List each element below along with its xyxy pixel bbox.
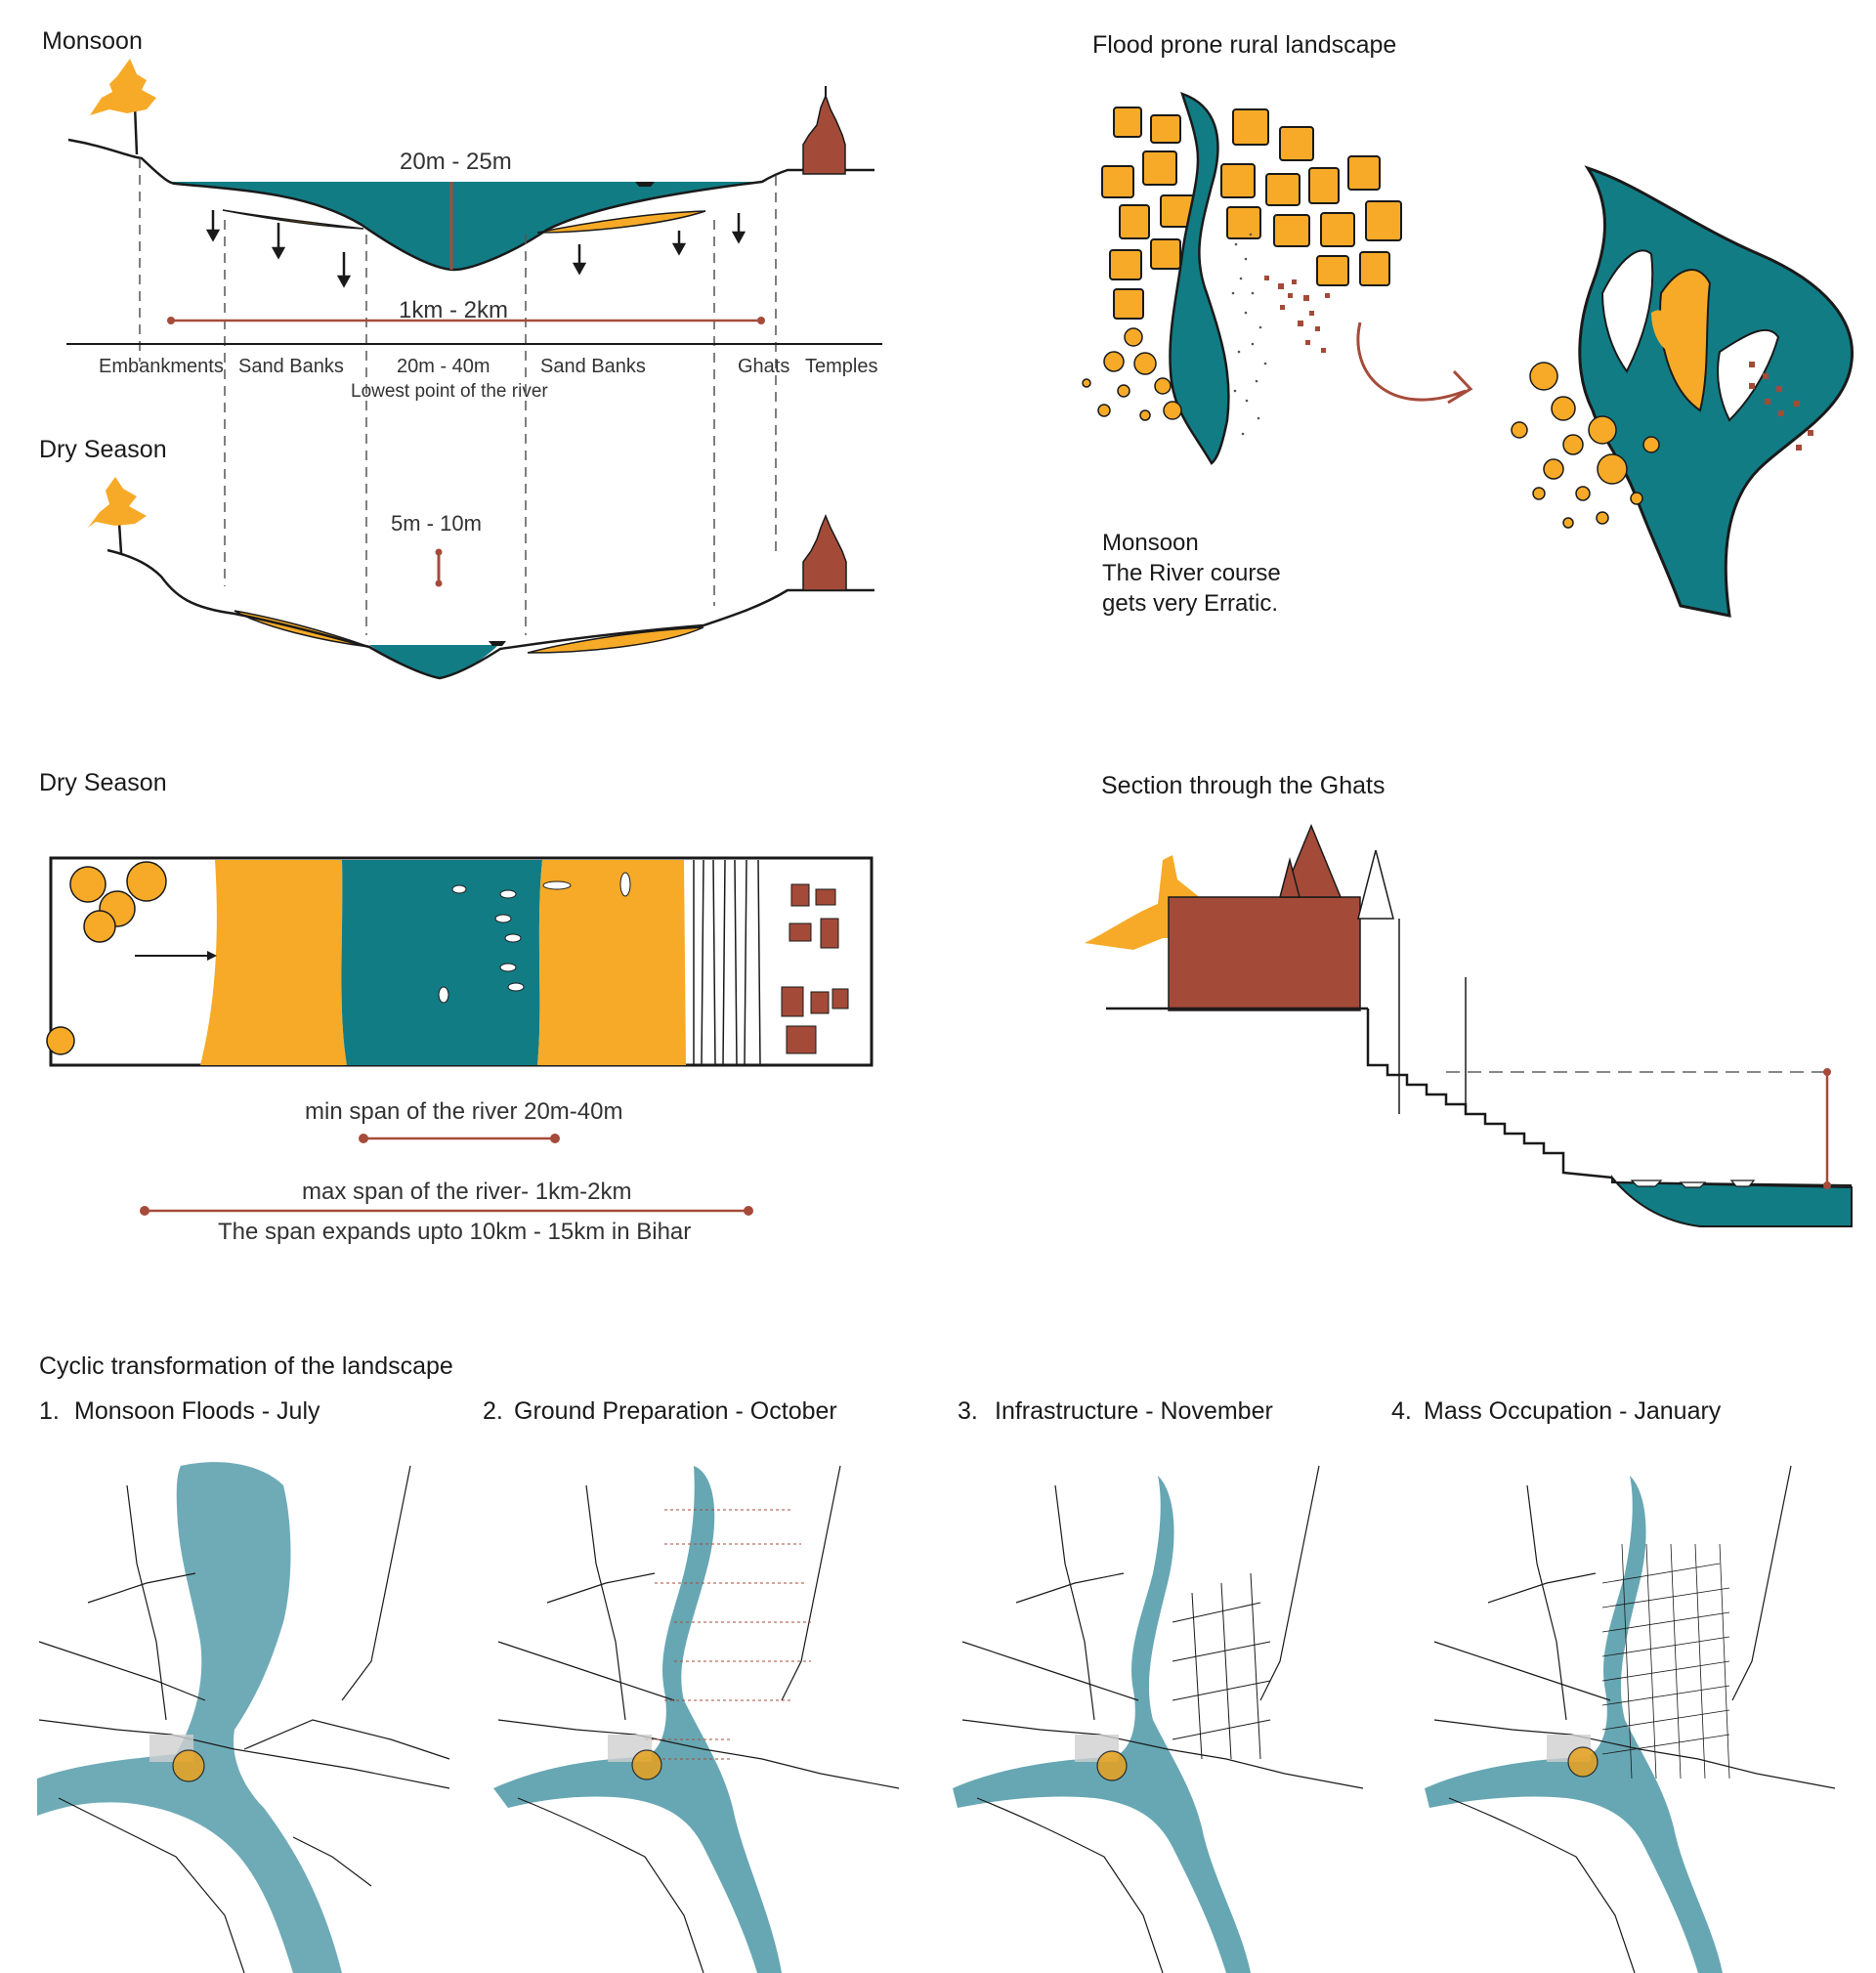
stage-2-label: Ground Preparation - October (514, 1397, 837, 1425)
max-span-label: max span of the river- 1km-2km (302, 1179, 632, 1205)
monsoon-section (66, 59, 882, 635)
stage-3-label: Infrastructure - November (995, 1397, 1273, 1425)
label-sand-banks-right: Sand Banks (540, 356, 646, 377)
label-channel-width: 20m - 40m (397, 356, 490, 377)
bihar-span-label: The span expands upto 10km - 15km in Bih… (218, 1219, 692, 1245)
map-mass-occupation (1425, 1465, 1836, 1973)
ghats-section (1085, 824, 1853, 1227)
monsoon-section-title: Monsoon (42, 27, 143, 55)
rural-note-line2: gets very Erratic. (1102, 590, 1279, 617)
ghats-title: Section through the Ghats (1101, 772, 1386, 799)
label-embankments: Embankments (99, 356, 224, 377)
map-ground-preparation (493, 1465, 900, 1973)
dry-depth-label: 5m - 10m (391, 511, 482, 536)
stage-3-number: 3. (958, 1397, 978, 1425)
monsoon-depth-label: 20m - 25m (400, 149, 512, 175)
rural-note-title: Monsoon (1102, 530, 1199, 556)
rural-title: Flood prone rural landscape (1092, 31, 1397, 59)
min-span-label: min span of the river 20m-40m (305, 1098, 623, 1125)
map-infrastructure (953, 1465, 1364, 1973)
dry-section-title: Dry Season (39, 436, 167, 463)
stage-4-label: Mass Occupation - January (1424, 1397, 1722, 1425)
stage-2-number: 2. (483, 1397, 503, 1425)
label-lowest-point: Lowest point of the river (351, 381, 548, 402)
dry-section (88, 477, 874, 680)
label-temples: Temples (805, 356, 878, 377)
label-ghats: Ghats (738, 356, 790, 377)
dry-plan (46, 856, 874, 1216)
dry-plan-title: Dry Season (39, 769, 167, 796)
monsoon-width-label: 1km - 2km (399, 297, 509, 323)
label-sand-banks-left: Sand Banks (238, 356, 344, 377)
cyclic-title: Cyclic transformation of the landscape (39, 1352, 453, 1380)
rural-note-line1: The River course (1102, 560, 1281, 586)
rural-landscape (1082, 91, 1855, 618)
stage-4-number: 4. (1391, 1397, 1412, 1425)
map-monsoon-floods (37, 1462, 450, 1973)
stage-1-number: 1. (39, 1397, 60, 1425)
stage-1-label: Monsoon Floods - July (74, 1397, 320, 1425)
